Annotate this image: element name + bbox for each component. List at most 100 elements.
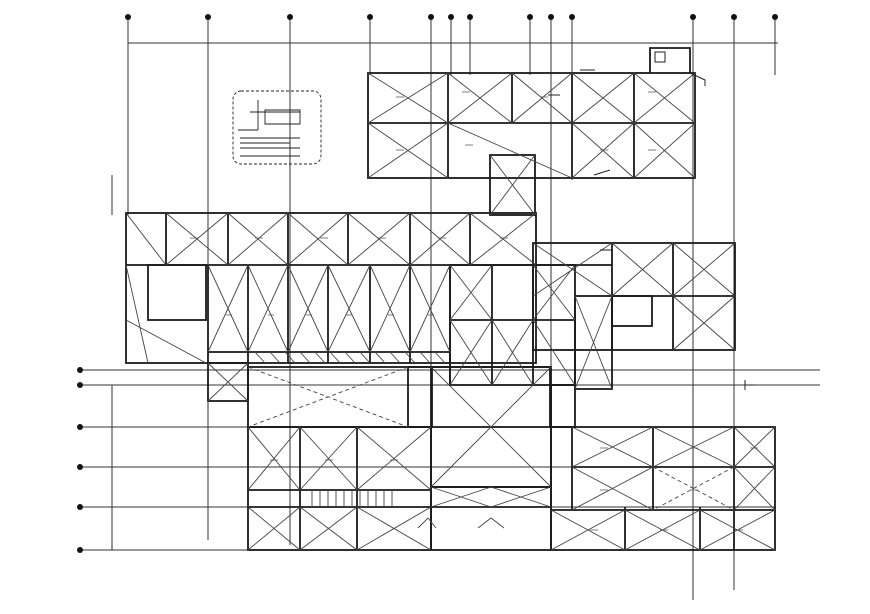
bay-diagonal: [125, 212, 167, 266]
bay-diagonal: [247, 264, 289, 353]
annotation-marks: [190, 91, 758, 531]
stair-hatching: [254, 351, 505, 529]
section-marker-top-right: [548, 51, 706, 251]
bay-diagonal: [165, 212, 229, 266]
right-middle-stair-room: [611, 295, 653, 327]
upper-link-corridor: [489, 154, 536, 216]
bay-diagonal: [490, 486, 552, 508]
grid-marker: [77, 382, 83, 388]
section-marker-symbol: [654, 51, 706, 86]
bay-diagonal: [409, 264, 451, 353]
bay-diagonal: [227, 212, 289, 266]
lower-right-small-block: [550, 384, 576, 428]
grid-marker: [448, 14, 454, 20]
connector-lower-block: [574, 295, 613, 390]
bay-diagonal: [571, 466, 654, 511]
grid-marker: [77, 367, 83, 373]
bay-diagonal: [327, 264, 371, 353]
grid-marker: [772, 14, 778, 20]
bay-diagonal: [491, 319, 534, 386]
bay-diagonal: [511, 72, 573, 124]
bay-diagonal: [369, 264, 411, 353]
grid-marker: [690, 14, 696, 20]
bay-diagonal: [125, 264, 207, 364]
bay-diagonal: [633, 122, 696, 179]
bay-diagonal: [449, 319, 493, 386]
bay-diagonal: [652, 426, 735, 468]
bay-diagonal: [299, 506, 358, 551]
grid-marker: [287, 14, 293, 20]
section-marker-leader: [548, 69, 612, 251]
building-framing: [125, 47, 776, 551]
bay-diagonal: [469, 212, 537, 266]
roof-chevron: [477, 517, 505, 529]
bay-diagonal: [532, 242, 613, 297]
bay-diagonal: [347, 212, 411, 266]
bay-diagonal: [733, 466, 776, 511]
upper-wing-outline: [367, 72, 696, 179]
grid-marker: [77, 424, 83, 430]
detail-callout: [232, 90, 322, 165]
bay-diagonal: [430, 486, 492, 508]
grid-marker: [77, 504, 83, 510]
annotation-mark: [270, 447, 758, 531]
annotation-mark: [396, 91, 656, 151]
bay-diagonal: [672, 295, 736, 351]
grid-marker: [428, 14, 434, 20]
grid-marker: [125, 14, 131, 20]
central-courtyard: [247, 366, 551, 428]
bay-diagonal: [571, 72, 635, 124]
detail-callout-sketch: [238, 100, 301, 157]
roof-chevron: [417, 517, 437, 529]
grid-marker: [77, 464, 83, 470]
grid-marker: [205, 14, 211, 20]
lower-right-block: [550, 426, 776, 551]
grid-marker-left-col: [77, 367, 83, 553]
bay-diagonal: [367, 72, 449, 124]
bay-diagonal: [571, 426, 654, 468]
bay-diagonal: [207, 362, 249, 402]
bay-diagonal: [287, 212, 349, 266]
bay-diagonal: [247, 506, 301, 551]
left-stair-room: [147, 264, 207, 321]
bay-diagonal: [672, 242, 736, 297]
grid-marker: [367, 14, 373, 20]
dimension-ticks: [110, 41, 777, 178]
bay-diagonal: [449, 264, 493, 321]
middle-block-outline: [125, 212, 537, 364]
bay-diagonal: [571, 122, 635, 179]
bay-diagonal: [532, 264, 576, 321]
bay-diagonal: [633, 72, 696, 124]
central-left-wing: [407, 366, 433, 428]
bay-diagonal: [207, 264, 249, 353]
bay-diagonal: [652, 466, 735, 511]
bay-diagonal: [247, 426, 301, 491]
grid-marker: [569, 14, 575, 20]
bay-diagonal: [489, 154, 536, 216]
bay-diagonal: [532, 319, 576, 386]
bay-diagonal: [574, 295, 613, 390]
right-edge-marker: [744, 380, 755, 390]
upper-wing-notch: [649, 47, 691, 73]
bay-diagonal: [356, 426, 432, 491]
bay-diagonal: [247, 366, 409, 428]
bay-diagonal: [299, 426, 358, 491]
bay-diagonal: [447, 122, 573, 179]
grid-markers: [77, 14, 778, 553]
stair-treads: [311, 490, 393, 507]
grid-marker: [731, 14, 737, 20]
bay-diagonal: [430, 366, 552, 488]
bay-diagonal: [550, 509, 626, 551]
corridor-hatch: [254, 351, 446, 364]
lower-left-block: [247, 426, 432, 551]
bay-diagonals: [125, 72, 776, 551]
bay-diagonal: [356, 506, 432, 551]
bay-diagonal: [447, 72, 513, 124]
grid-marker: [77, 547, 83, 553]
bay-diagonal: [733, 426, 776, 468]
grid-marker: [527, 14, 533, 20]
bay-diagonal: [409, 212, 471, 266]
grid-marker: [548, 14, 554, 20]
bay-diagonal: [367, 122, 449, 179]
